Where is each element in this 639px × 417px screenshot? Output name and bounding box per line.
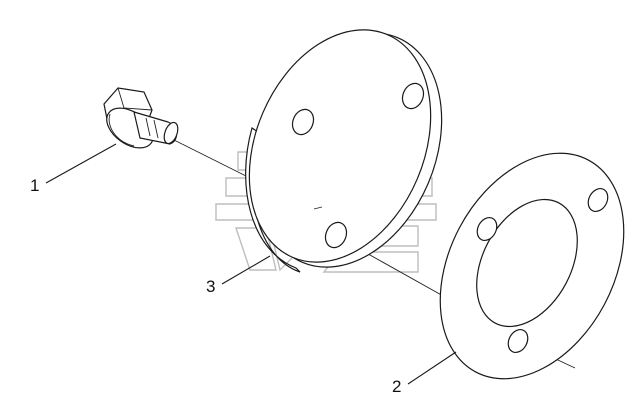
gasket-ring-part-2 [439,152,625,380]
callout-label-3: 3 [206,277,215,296]
flange-bolt-part-1 [103,87,179,149]
callout-label-2: 2 [392,377,401,396]
callout-leaders [45,143,457,385]
callout-label-1: 1 [30,176,39,195]
disc-cover-part-3 [245,29,443,273]
